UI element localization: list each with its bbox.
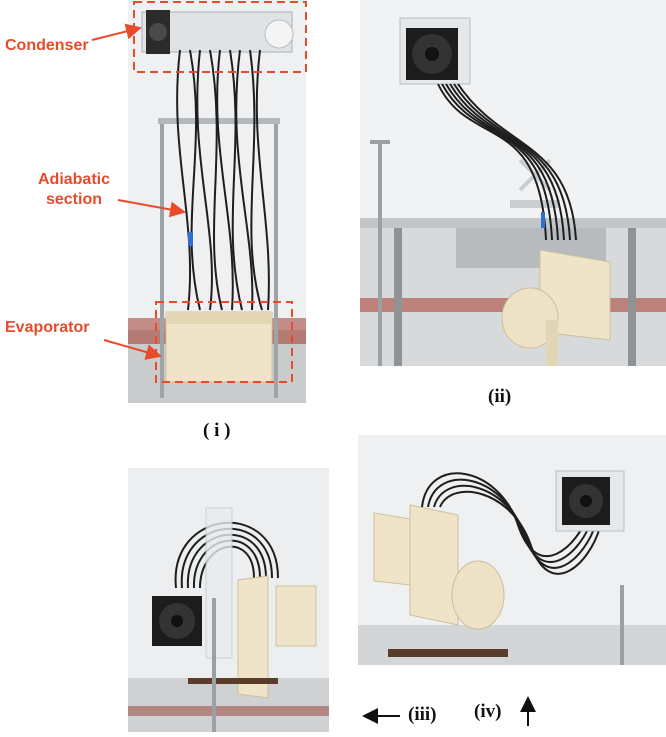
evaporator-label: Evaporator (5, 319, 90, 336)
caption-iii: (iii) (408, 704, 437, 725)
adiabatic-label-line2: section (45, 191, 102, 208)
adiabatic-section-label: Adiabatic section (24, 170, 124, 210)
caption-ii: (ii) (488, 386, 512, 407)
condenser-label: Condenser (5, 37, 89, 54)
adiabatic-label-line1: Adiabatic (37, 171, 110, 188)
photo-front-view (128, 0, 306, 403)
caption-iv: (iv) (474, 701, 502, 722)
photo-side-view (360, 0, 666, 366)
photo-rotated-view-iii (128, 468, 329, 732)
photo-rotated-view-iv (358, 435, 666, 665)
caption-i: ( i ) (203, 420, 231, 441)
